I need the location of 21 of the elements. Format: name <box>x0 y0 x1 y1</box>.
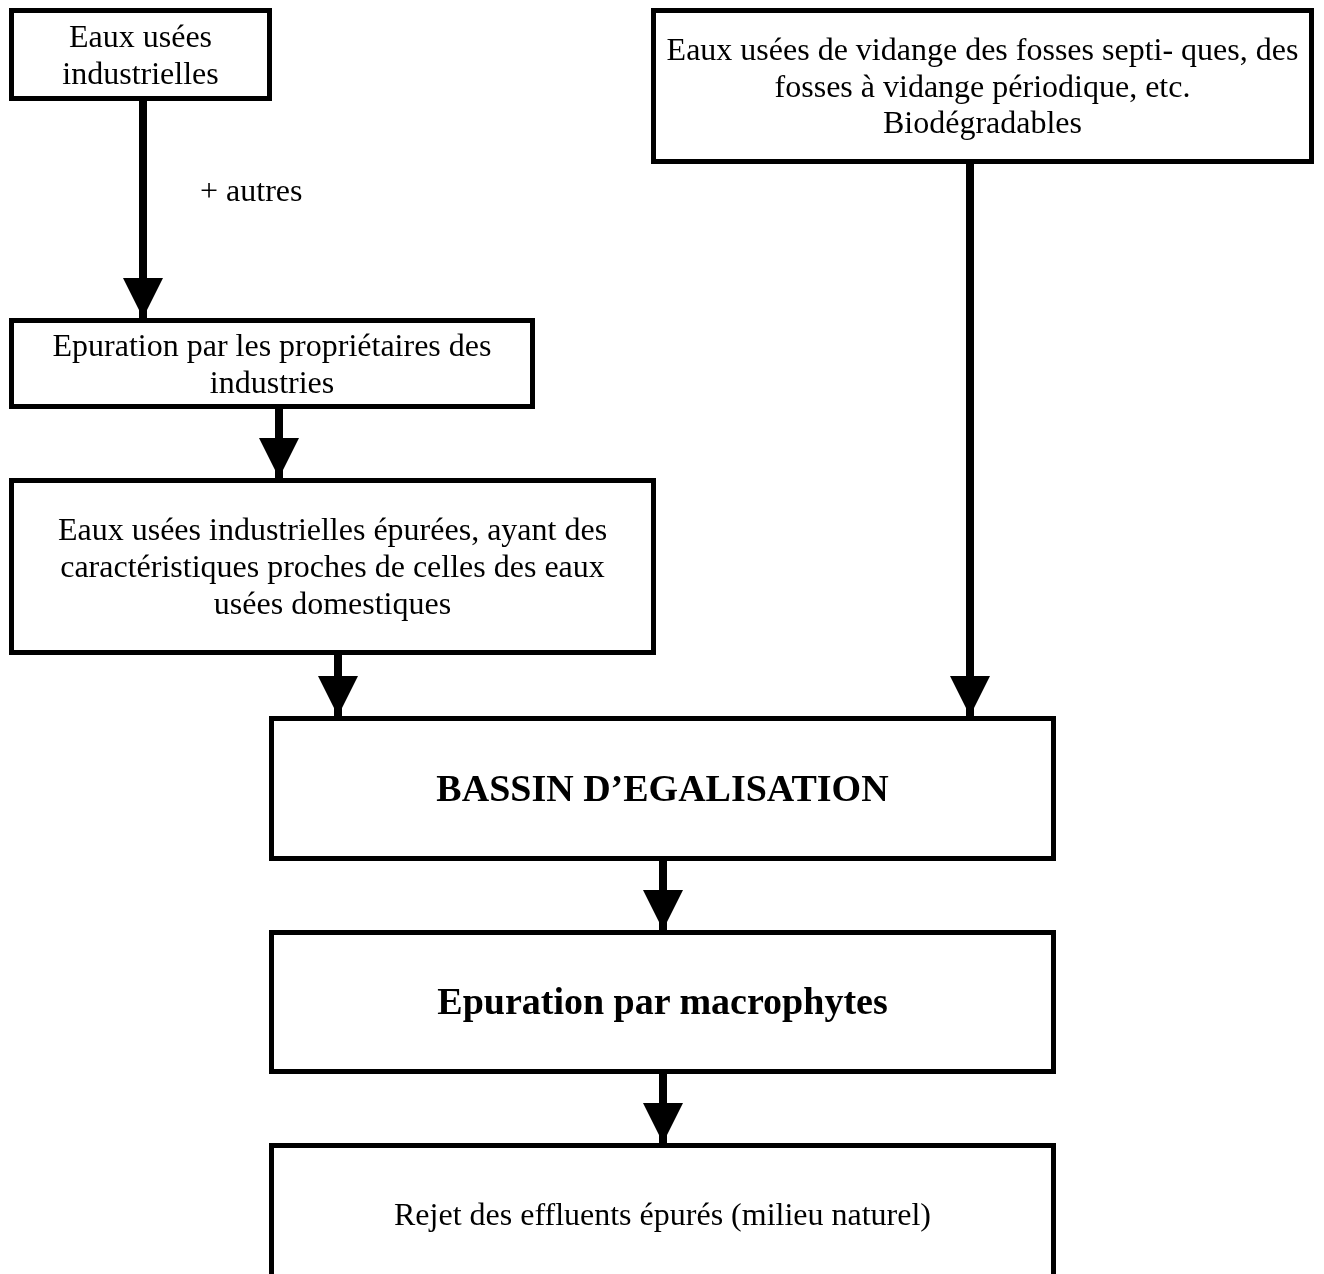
box-text: BASSIN D’EGALISATION <box>436 766 889 811</box>
process-box <box>9 478 656 655</box>
process-box <box>269 1143 1056 1274</box>
arrow <box>643 1074 683 1143</box>
box-text: Eaux usées industrielles épurées, ayant des caractéristiques proches de celles des eaux usées domestiques <box>56 511 609 622</box>
process-box <box>269 716 1056 861</box>
box-text: Eaux usées industrielles <box>61 17 220 92</box>
process-box <box>9 318 535 409</box>
arrow <box>643 861 683 930</box>
arrow <box>950 164 990 716</box>
process-box <box>9 8 272 101</box>
box-text: Eaux usées de vidange des fosses septi- ques, des fosses à vidange périodique, etc. <box>665 30 1300 105</box>
box-text: Epuration par les propriétaires des industries <box>51 326 493 401</box>
process-box <box>651 8 1314 164</box>
box-text: Rejet des effluents épurés (milieu naturel) <box>394 1196 931 1233</box>
box-text: Epuration par macrophytes <box>437 980 888 1024</box>
arrow <box>259 409 299 478</box>
process-box <box>269 930 1056 1074</box>
arrow <box>318 655 358 716</box>
box-text: Biodégradables <box>882 104 1082 142</box>
arrow <box>123 101 163 318</box>
